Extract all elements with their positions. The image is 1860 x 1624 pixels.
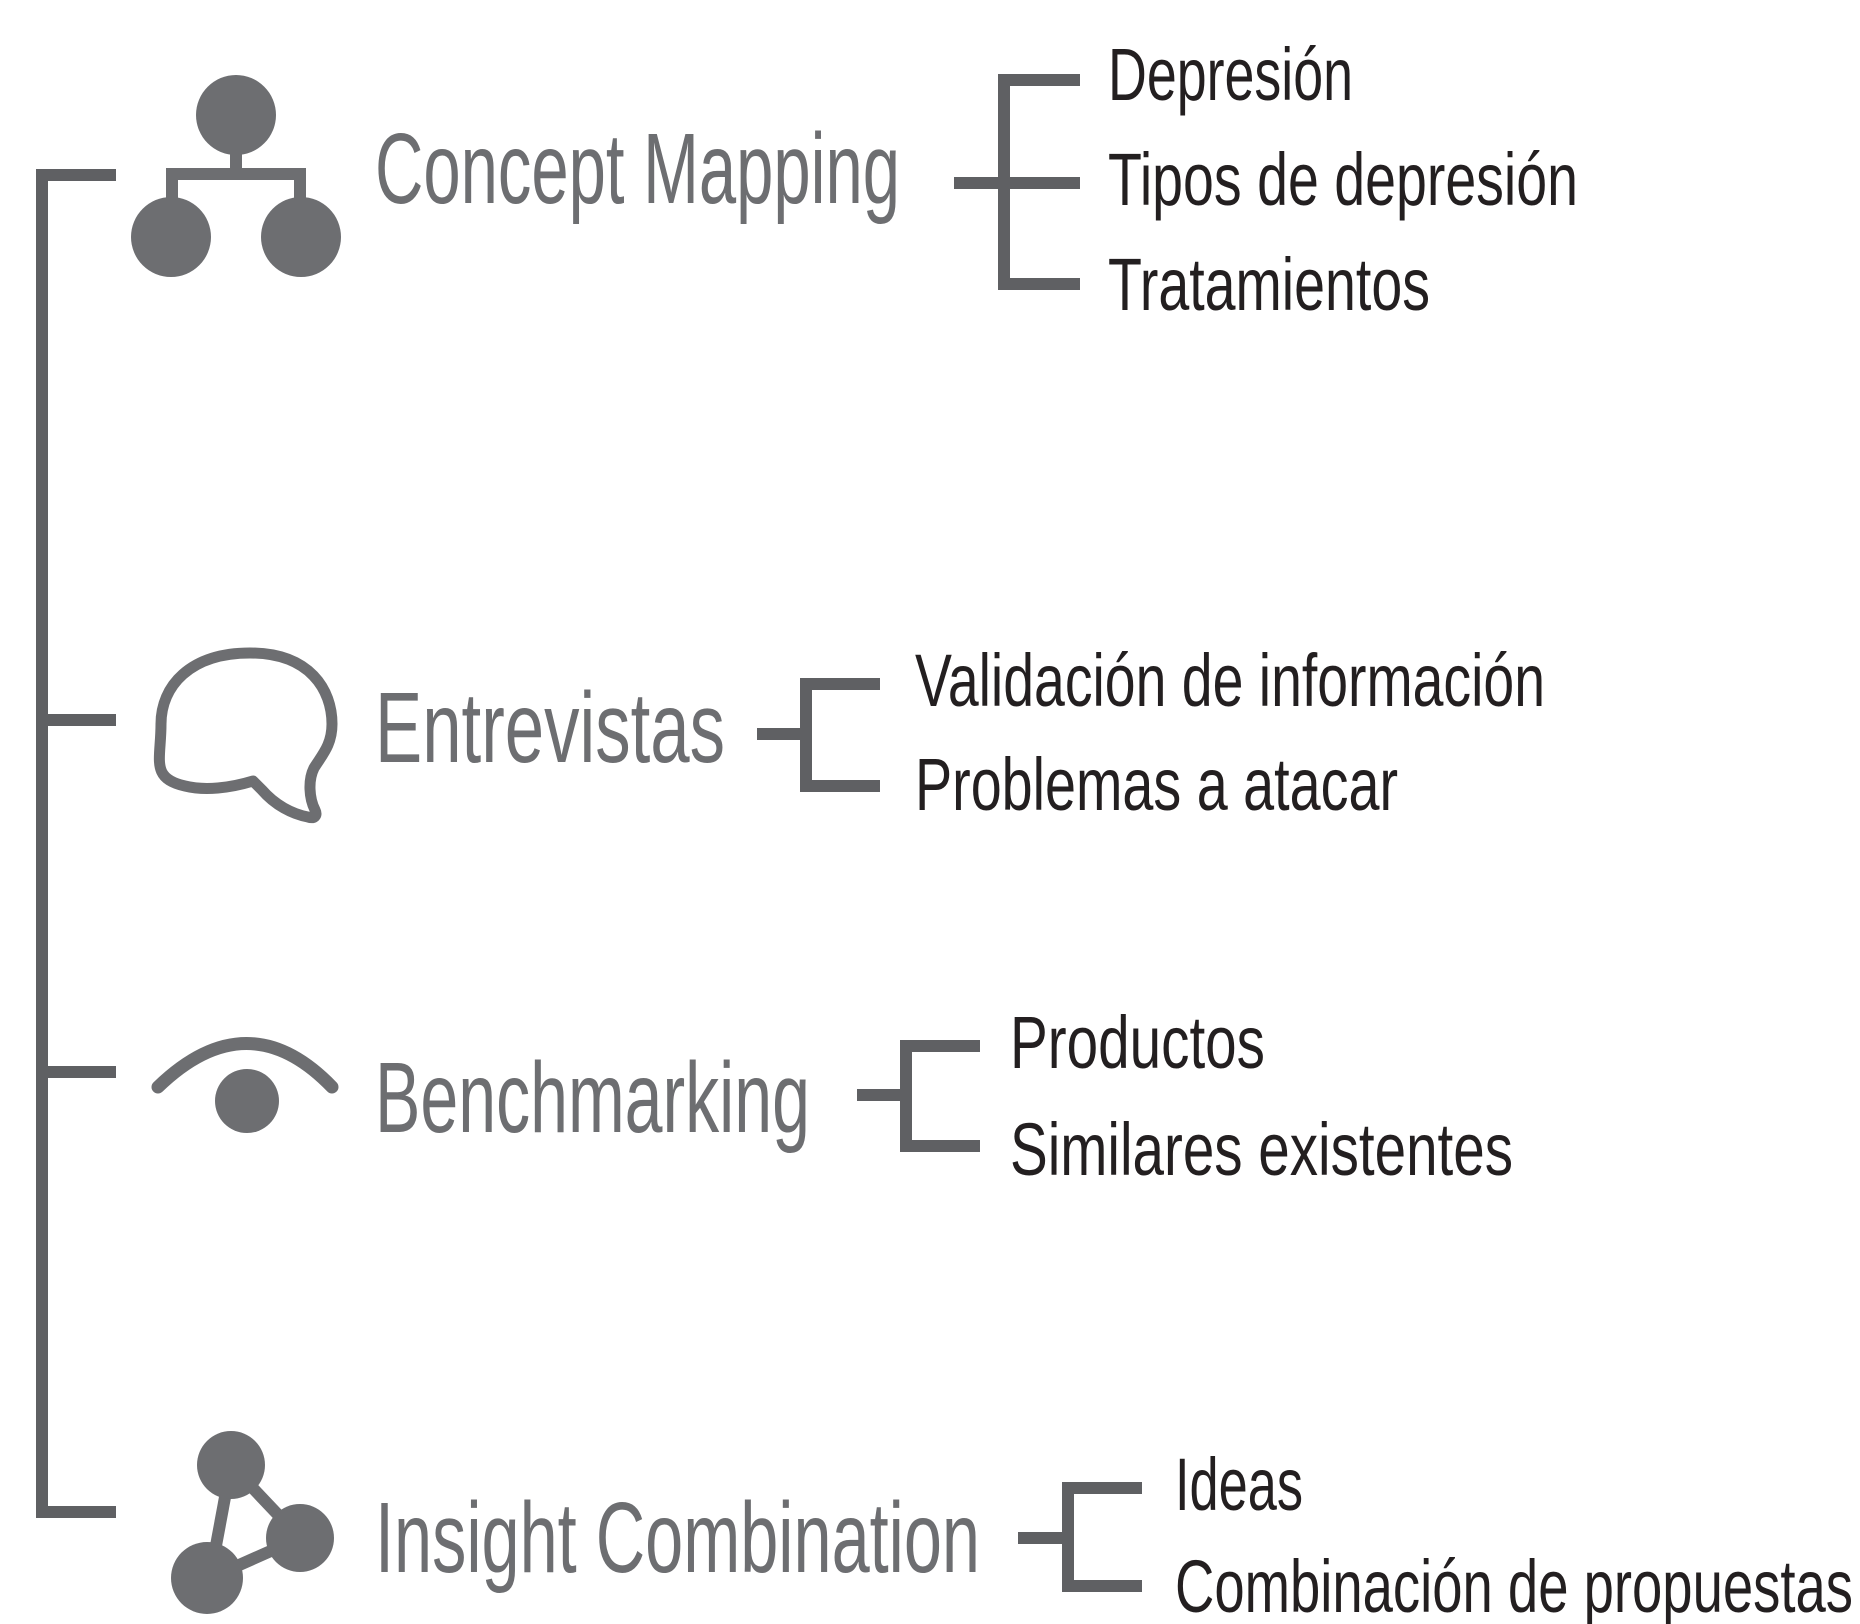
list-item: Similares existentes — [1010, 1108, 1513, 1191]
speech-bubble-icon — [153, 647, 338, 824]
hierarchy-icon — [131, 75, 341, 277]
method-label: Entrevistas — [375, 672, 725, 784]
sub-bracket — [954, 74, 1080, 290]
list-item: Combinación de propuestas — [1175, 1545, 1853, 1624]
list-item: Tratamientos — [1108, 243, 1430, 326]
eye-icon — [151, 1037, 339, 1133]
list-item: Problemas a atacar — [915, 743, 1398, 826]
method-label: Insight Combination — [375, 1482, 980, 1594]
method-label: Benchmarking — [375, 1042, 810, 1154]
list-item: Ideas — [1175, 1443, 1303, 1526]
sub-bracket — [857, 1040, 980, 1152]
sub-bracket — [757, 678, 880, 792]
method-row-entrevistas: Entrevistas Validación de información Pr… — [153, 639, 1545, 826]
method-row-insight-combination: Insight Combination Ideas Combinación de… — [171, 1431, 1853, 1624]
list-item: Tipos de depresión — [1108, 138, 1578, 221]
method-row-benchmarking: Benchmarking Productos Similares existen… — [151, 1001, 1513, 1191]
list-item: Validación de información — [915, 639, 1545, 722]
list-item: Productos — [1010, 1001, 1265, 1084]
list-item: Depresión — [1108, 33, 1353, 116]
network-icon — [171, 1431, 334, 1614]
method-row-concept-mapping: Concept Mapping Depresión Tipos de depre… — [131, 33, 1578, 326]
sub-bracket — [1018, 1482, 1142, 1592]
main-bracket — [36, 169, 116, 1518]
method-label: Concept Mapping — [375, 113, 900, 225]
